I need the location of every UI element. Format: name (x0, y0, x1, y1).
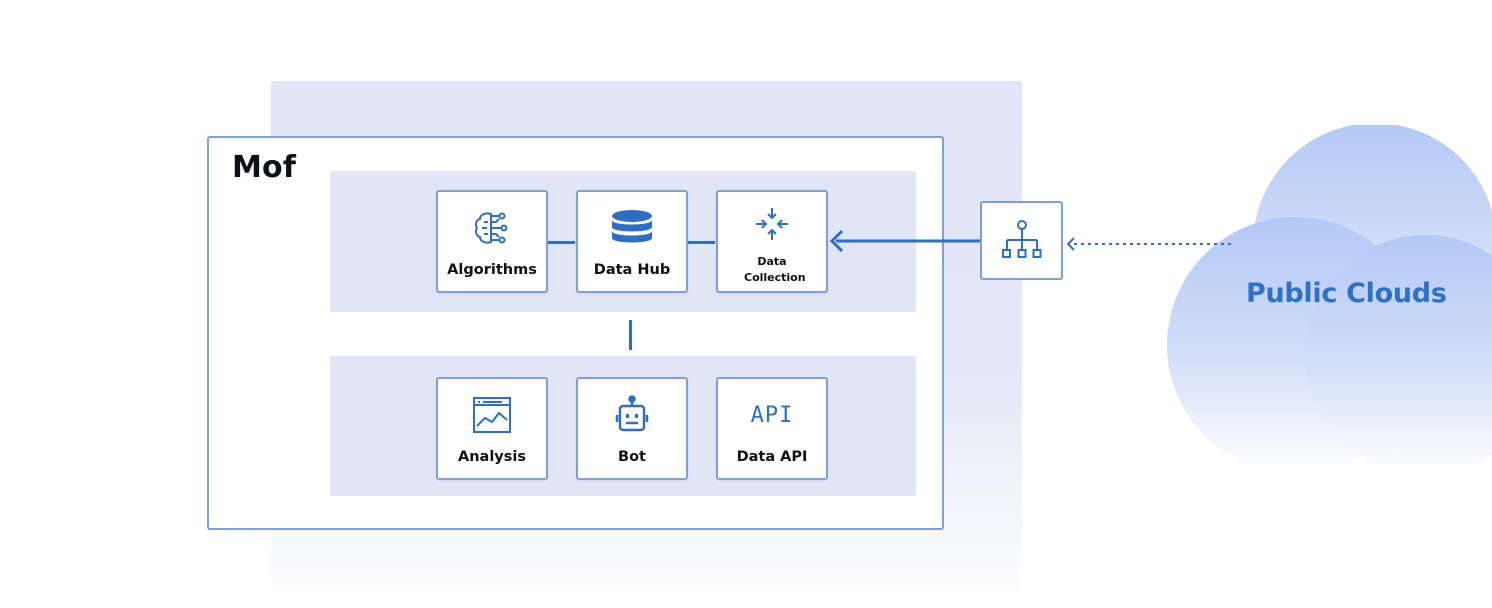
module-label: Bot (618, 449, 646, 465)
module-card-data-hub[interactable]: Data Hub (576, 190, 688, 293)
database-icon (578, 208, 686, 248)
module-label: Algorithms (447, 262, 537, 278)
public-clouds-label: Public Clouds (1246, 278, 1447, 309)
connector-panels (629, 320, 632, 350)
page-title: Mof (232, 150, 297, 185)
module-label: Data Hub (593, 262, 671, 278)
collapse-arrows-icon (718, 204, 826, 244)
api-icon-text: API (750, 402, 794, 428)
connector-algorithms-datahub (548, 241, 575, 244)
module-card-analysis[interactable]: Analysis (436, 377, 548, 480)
module-card-data-api[interactable]: API Data API (716, 377, 828, 480)
chart-window-icon (438, 395, 546, 435)
module-card-bot[interactable]: Bot (576, 377, 688, 480)
hierarchy-network-icon (1001, 219, 1041, 258)
api-icon: API (718, 395, 826, 435)
module-label: Data API (736, 449, 808, 465)
gateway-node[interactable] (980, 201, 1063, 280)
connector-datahub-collection (688, 241, 715, 244)
brain-circuit-icon (438, 208, 546, 248)
module-card-algorithms[interactable]: Algorithms (436, 190, 548, 293)
robot-icon (578, 395, 686, 435)
public-clouds-shape (1167, 125, 1492, 465)
module-card-data-collection[interactable]: Data Collection (716, 190, 828, 293)
module-label: Analysis (458, 449, 526, 465)
module-label: Data Collection (744, 255, 806, 284)
